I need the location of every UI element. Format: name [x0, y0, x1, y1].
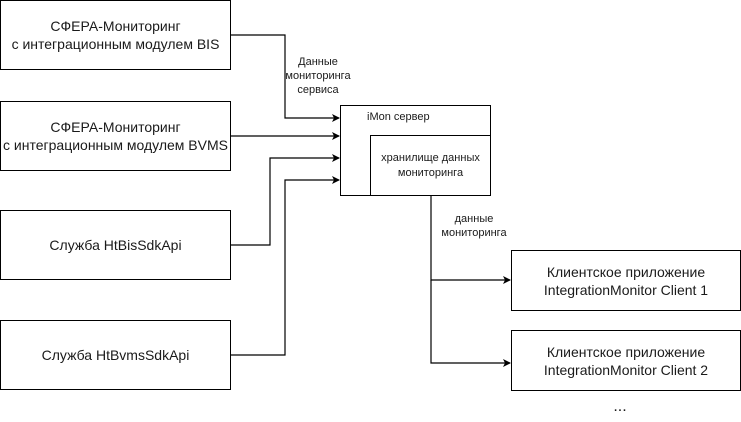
node-htbvmssdkapi[interactable]: Служба HtBvmsSdkApi [0, 320, 231, 390]
edge-htbis-to-server [230, 154, 340, 246]
node-label: хранилище данных мониторинга [381, 151, 480, 179]
node-label: СФЕРА-Мониторинг с интеграционным модуле… [3, 119, 228, 153]
node-client-1[interactable]: Клиентское приложение IntegrationMonitor… [511, 250, 741, 311]
node-storage[interactable]: хранилище данных мониторинга [370, 135, 491, 196]
node-htbissdkapi[interactable]: Служба HtBisSdkApi [0, 210, 231, 280]
node-sfera-bis[interactable]: СФЕРА-Мониторинг с интеграционным модуле… [0, 0, 231, 70]
node-label: iMon сервер [367, 111, 430, 123]
edge-label-service-data: Данные мониторинга сервиса [285, 56, 351, 96]
node-sfera-bvms[interactable]: СФЕРА-Мониторинг с интеграционным модуле… [0, 101, 231, 171]
edge-htbvms-to-server [230, 176, 340, 356]
more-clients-ellipsis: ... [613, 398, 627, 415]
edge-server-to-client2 [430, 280, 511, 367]
node-label: Служба HtBisSdkApi [49, 237, 182, 253]
node-label: Клиентское приложение IntegrationMonitor… [543, 343, 709, 378]
edge-label-monitoring-data: данные мониторинга [441, 213, 507, 239]
node-label: Служба HtBvmsSdkApi [41, 347, 190, 363]
node-label: СФЕРА-Мониторинг с интеграционным модуле… [11, 18, 220, 52]
node-client-2[interactable]: Клиентское приложение IntegrationMonitor… [511, 330, 741, 391]
edge-bis-to-server [230, 34, 340, 122]
node-label: Клиентское приложение IntegrationMonitor… [543, 263, 709, 298]
